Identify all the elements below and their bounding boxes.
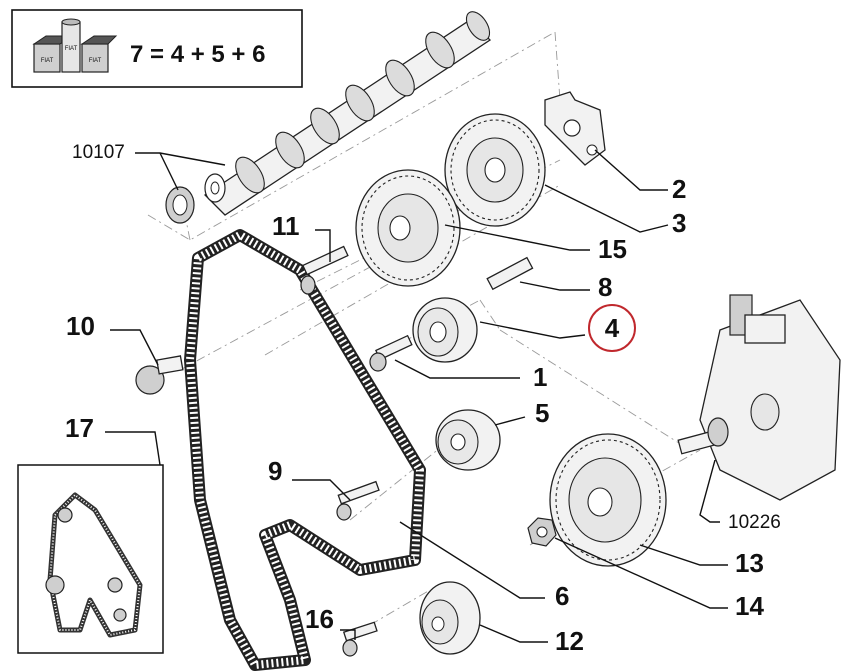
callout-1: 1: [533, 362, 547, 392]
camshaft-gear-3: [444, 113, 546, 227]
callout-2: 2: [672, 174, 686, 204]
callout-16: 16: [305, 604, 334, 634]
callout-10226: 10226: [728, 512, 781, 533]
callout-10: 10: [66, 311, 95, 341]
box-label: FIAT: [65, 46, 78, 52]
callout-14: 14: [735, 591, 764, 621]
tensioner-pulley-4: [412, 297, 478, 363]
callout-10107: 10107: [72, 142, 125, 163]
highlight-ring: [588, 304, 636, 352]
callout-13: 13: [735, 548, 764, 578]
callout-3: 3: [672, 208, 686, 238]
box-label: FIAT: [41, 58, 54, 64]
callout-12: 12: [555, 626, 584, 656]
camshaft-gear-15: [355, 169, 461, 287]
callout-5: 5: [535, 398, 549, 428]
bolt-16: [342, 621, 378, 657]
pin-8: [486, 256, 534, 291]
callout-4: 4: [605, 313, 620, 343]
bolt-9: [336, 480, 380, 521]
nut-14: [527, 517, 557, 547]
bolt-10: [135, 355, 184, 395]
kit-formula-text: 7 = 4 + 5 + 6: [130, 41, 265, 68]
injection-pump: [677, 294, 841, 501]
leader-lines: [105, 149, 728, 643]
callout-15: 15: [598, 234, 627, 264]
kit-boxes-icon: FIAT FIAT FIAT: [32, 18, 118, 73]
crankshaft-gear-12: [419, 581, 481, 655]
bolt-1: [369, 334, 413, 372]
camshaft-seal: [165, 186, 195, 224]
callout-6: 6: [555, 581, 569, 611]
kit-formula-box: FIAT FIAT FIAT 7 = 4 + 5 + 6: [11, 9, 303, 88]
callout-17: 17: [65, 413, 94, 443]
timing-belt: [184, 229, 426, 671]
callout-8: 8: [598, 272, 612, 302]
callout-9: 9: [268, 456, 282, 486]
bolt-11: [300, 245, 349, 295]
pump-gear-13: [549, 433, 667, 567]
camshaft: [203, 11, 492, 216]
box-label: FIAT: [89, 58, 102, 64]
sensor-bracket: [544, 91, 606, 166]
callout-11: 11: [272, 211, 300, 241]
callout-labels: 10107 2 3 11 15 8 4 10 1 5 17 9 10226 13…: [65, 142, 781, 656]
idler-pulley-5: [435, 409, 501, 471]
belt-kit-inset: [17, 464, 164, 654]
